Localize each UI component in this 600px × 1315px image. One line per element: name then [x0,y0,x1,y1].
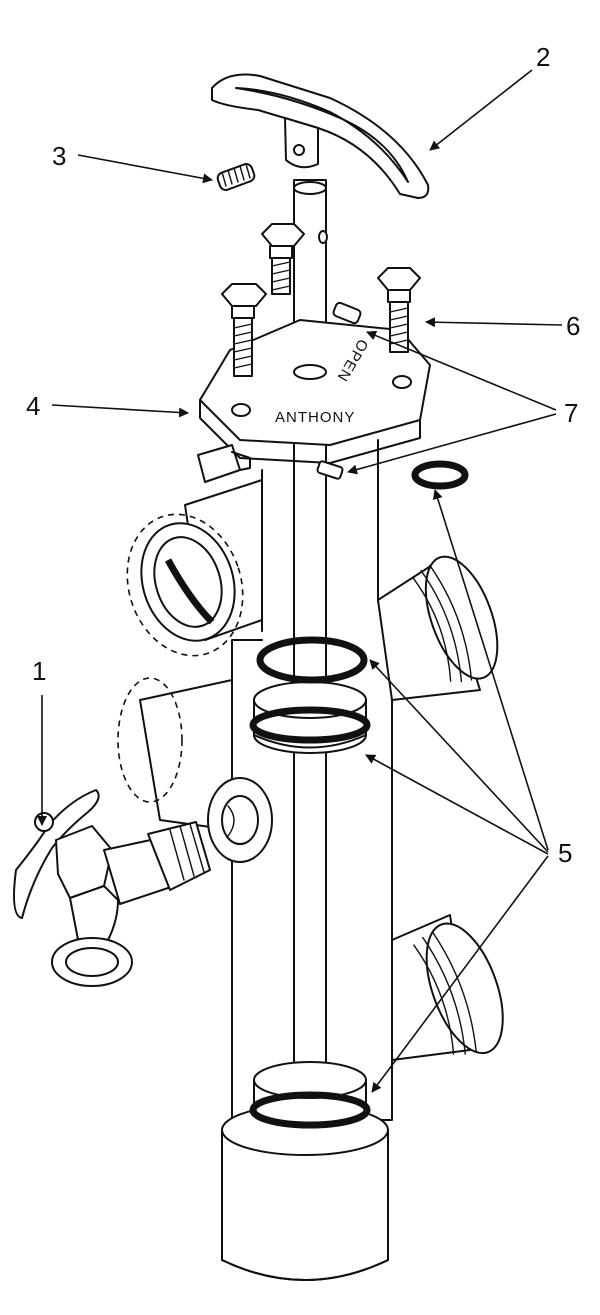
set-screw [216,163,256,191]
arrow-5a [432,489,549,851]
callout-3: 3 [52,141,66,171]
valve-stem [249,179,371,1129]
arrow-4 [51,404,189,418]
upper-left-port [126,479,263,657]
lower-right-port [391,914,504,1061]
bolt-center [261,223,305,295]
arrow-3 [77,154,213,184]
arrow-2 [429,69,533,151]
callout-4: 4 [26,391,40,421]
top-plate: ANTHONY OPEN [199,319,431,464]
arrow-5c [365,754,549,855]
arrow-7b [347,413,557,475]
bolt-left [221,283,267,377]
arrow-5b [369,659,549,853]
upper-right-port [377,555,499,701]
arrow-5d [371,855,549,1093]
plate-lock-tab [197,444,251,483]
callout-7: 7 [564,398,578,428]
stem-pin [316,460,344,480]
stem-o-ring [256,636,368,684]
t-handle [211,73,430,199]
callout-arrows [37,69,563,1093]
brand-stamp: ANTHONY [275,409,355,426]
callout-5: 5 [558,838,572,868]
callout-2: 2 [536,42,550,72]
callout-labels: 1 2 3 4 5 6 7 [26,42,580,868]
callout-1: 1 [32,656,46,686]
arrow-7a [366,330,557,411]
middle-left-port [117,677,273,863]
arrow-6 [425,317,563,328]
loose-pin [332,301,362,325]
callout-6: 6 [566,311,580,341]
bolt-right [377,267,421,353]
loose-washer [411,460,469,490]
